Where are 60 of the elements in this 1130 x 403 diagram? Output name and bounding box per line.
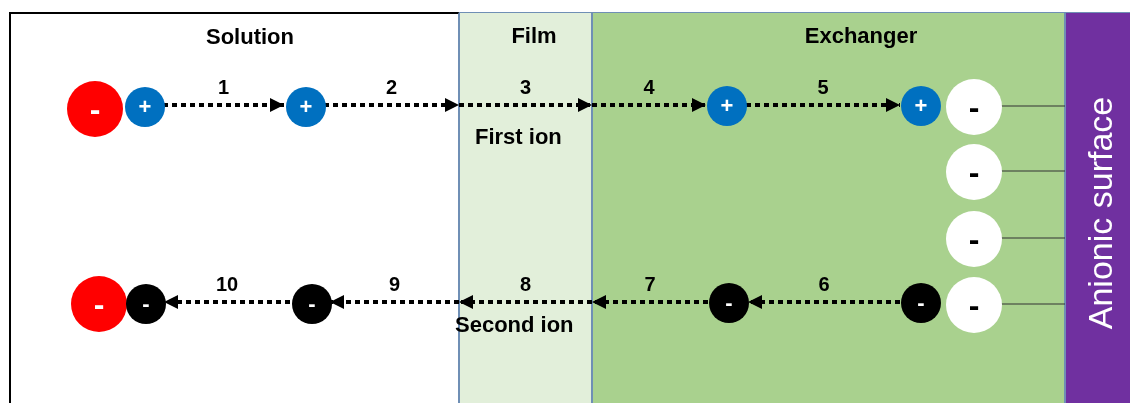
- charge-sign: -: [89, 93, 101, 125]
- region-heading: Anionic surface: [1080, 96, 1120, 329]
- ion-circle: [946, 79, 1002, 135]
- dotted-arrow: [592, 98, 706, 112]
- edge-label: 6: [818, 274, 830, 294]
- dotted-arrow: [748, 295, 900, 309]
- dotted-arrow: [459, 98, 592, 112]
- dotted-arrow: [163, 98, 284, 112]
- ion-circle: [901, 283, 941, 323]
- charge-sign: +: [138, 96, 152, 118]
- charge-sign: -: [917, 292, 925, 314]
- charge-sign: -: [968, 156, 980, 188]
- region-heading: Exchanger: [804, 23, 918, 49]
- connector-line: [1000, 237, 1066, 239]
- charge-sign: -: [725, 292, 733, 314]
- ion-circle: [292, 284, 332, 324]
- charge-sign: -: [968, 289, 980, 321]
- dotted-arrow: [330, 295, 459, 309]
- charge-sign: -: [142, 293, 150, 315]
- region-note: First ion: [475, 124, 562, 150]
- dotted-arrow: [459, 295, 592, 309]
- ion-circle: [286, 87, 326, 127]
- edge-label: 7: [644, 274, 656, 294]
- connector-line: [1000, 105, 1066, 107]
- edge-label: 4: [643, 77, 655, 97]
- charge-sign: -: [308, 293, 316, 315]
- charge-sign: +: [720, 95, 734, 117]
- charge-sign: -: [968, 223, 980, 255]
- dotted-arrow: [324, 98, 459, 112]
- connector-line: [1000, 303, 1066, 305]
- edge-label: 10: [215, 274, 239, 294]
- region-note: Second ion: [455, 312, 574, 338]
- ion-circle: [126, 284, 166, 324]
- ion-circle: [709, 283, 749, 323]
- ion-circle: [901, 86, 941, 126]
- charge-sign: -: [968, 91, 980, 123]
- region-heading: Solution: [206, 24, 294, 50]
- ion-circle: [125, 87, 165, 127]
- ion-circle: [67, 81, 123, 137]
- edge-label: 1: [217, 77, 230, 97]
- ion-circle: [946, 277, 1002, 333]
- edge-label: 5: [817, 77, 829, 97]
- region-band: [592, 12, 1065, 403]
- dotted-arrow: [592, 295, 708, 309]
- dotted-arrow: [746, 98, 900, 112]
- charge-sign: -: [93, 288, 105, 320]
- charge-sign: +: [914, 95, 928, 117]
- edge-label: 8: [519, 274, 532, 294]
- ion-circle: [71, 276, 127, 332]
- edge-label: 3: [519, 77, 532, 97]
- connector-line: [1000, 170, 1066, 172]
- region-heading: Film: [511, 23, 557, 49]
- ion-circle: [707, 86, 747, 126]
- charge-sign: +: [299, 96, 313, 118]
- edge-label: 9: [388, 274, 401, 294]
- ion-circle: [946, 144, 1002, 200]
- region-band: [1065, 12, 1130, 403]
- dotted-arrow: [164, 295, 290, 309]
- ion-circle: [946, 211, 1002, 267]
- edge-label: 2: [385, 77, 398, 97]
